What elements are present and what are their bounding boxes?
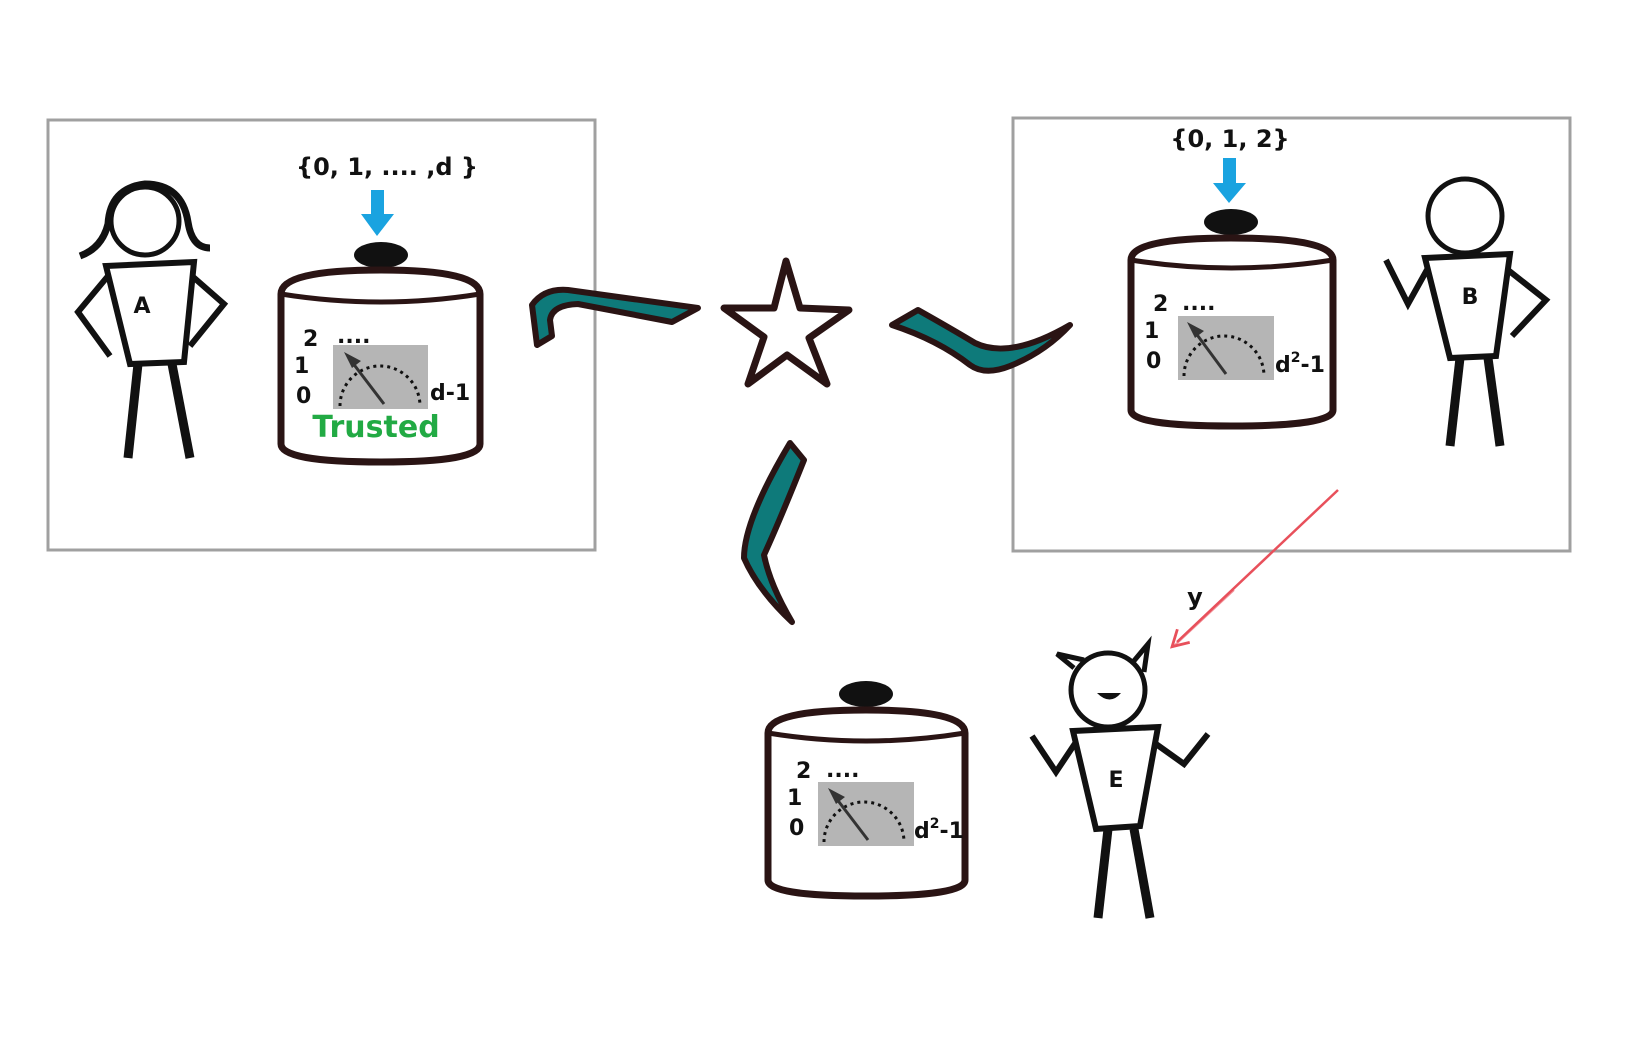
eavesdrop-arrow	[1170, 489, 1339, 649]
alice-figure: A	[74, 180, 229, 459]
bob-tick-0: 0	[1146, 349, 1161, 374]
eve-tick-max: d2-1	[914, 816, 964, 844]
bob-figure: B	[1383, 176, 1551, 447]
eve-tick-1: 1	[787, 786, 802, 811]
eve-tick-0: 0	[789, 816, 804, 841]
alice-left-arm	[74, 274, 113, 358]
trusted-label: Trusted	[312, 410, 439, 445]
bob-tick-max: d2-1	[1275, 350, 1325, 378]
eavesdrop-arrow-tail	[1173, 589, 1235, 647]
alice-device: 2 .... 1 0 d-1 Trusted	[277, 242, 484, 466]
alice-device-button	[354, 242, 408, 268]
eve-left-arm	[1029, 734, 1079, 778]
bob-right-arm	[1506, 267, 1551, 339]
alice-device-rim	[280, 291, 481, 305]
eve-label: E	[1108, 768, 1123, 793]
bob-tick-2: 2	[1153, 292, 1168, 317]
alice-tick-1: 1	[294, 354, 309, 379]
eve-right-leg	[1129, 828, 1155, 919]
alice-gauge-needle-head	[344, 352, 361, 368]
eve-smile	[1097, 693, 1121, 700]
eve-torso	[1069, 723, 1162, 833]
bob-right-leg	[1483, 357, 1505, 447]
eve-left-leg	[1093, 828, 1113, 919]
bob-torso	[1421, 250, 1514, 362]
cable-to-alice	[529, 286, 701, 348]
eve-figure: E	[1029, 635, 1211, 919]
bob-gauge-needle-head	[1187, 322, 1204, 338]
alice-label: A	[133, 294, 150, 319]
alice-right-leg	[167, 363, 195, 459]
eve-tick-2: 2	[796, 759, 811, 784]
bob-device-rim	[1130, 257, 1334, 271]
eve-gauge-needle	[834, 797, 870, 841]
eve-left-horn	[1055, 651, 1085, 670]
eve-tick-dots: ....	[826, 758, 859, 783]
alice-tick-dots: ....	[337, 324, 370, 349]
alice-gauge-needle	[350, 361, 386, 405]
bob-gauge-needle	[1193, 331, 1228, 375]
alice-tick-0: 0	[296, 384, 311, 409]
bob-input-arrow	[1213, 158, 1246, 203]
bob-device: {0, 1, 2} 2 .... 1 0 d2-1	[1127, 125, 1337, 430]
alice-right-arm	[187, 273, 229, 348]
bob-head	[1425, 176, 1505, 256]
eve-right-horn	[1131, 635, 1152, 673]
alice-hair	[78, 180, 211, 260]
star-icon	[720, 257, 853, 388]
bob-device-button	[1204, 209, 1258, 235]
alice-head	[108, 184, 182, 258]
cable-to-eve	[741, 440, 807, 625]
bob-tick-dots: ....	[1182, 291, 1215, 316]
bob-lab-box	[1011, 116, 1572, 553]
bob-left-arm	[1383, 258, 1431, 311]
alice-tick-2: 2	[303, 327, 318, 352]
alice-torso	[102, 258, 198, 368]
bob-left-leg	[1445, 357, 1465, 447]
eve-device-rim	[767, 730, 966, 744]
alice-lab-box	[46, 118, 597, 552]
alice-input-set: {0, 1, .... ,d }	[296, 153, 478, 181]
eve-right-arm	[1154, 732, 1211, 769]
eve-head	[1068, 650, 1148, 730]
alice-tick-max: d-1	[430, 381, 470, 406]
eve-gauge-needle-head	[828, 788, 845, 804]
cable-to-bob	[889, 307, 1073, 374]
alice-input-arrow	[361, 190, 394, 236]
bob-input-set: {0, 1, 2}	[1170, 125, 1289, 153]
bob-label: B	[1462, 285, 1479, 310]
bob-tick-1: 1	[1144, 319, 1159, 344]
received-y-label: y	[1187, 583, 1203, 611]
alice-left-leg	[123, 363, 143, 459]
eve-device: 2 .... 1 0 d2-1	[764, 681, 969, 900]
eve-device-button	[839, 681, 893, 707]
